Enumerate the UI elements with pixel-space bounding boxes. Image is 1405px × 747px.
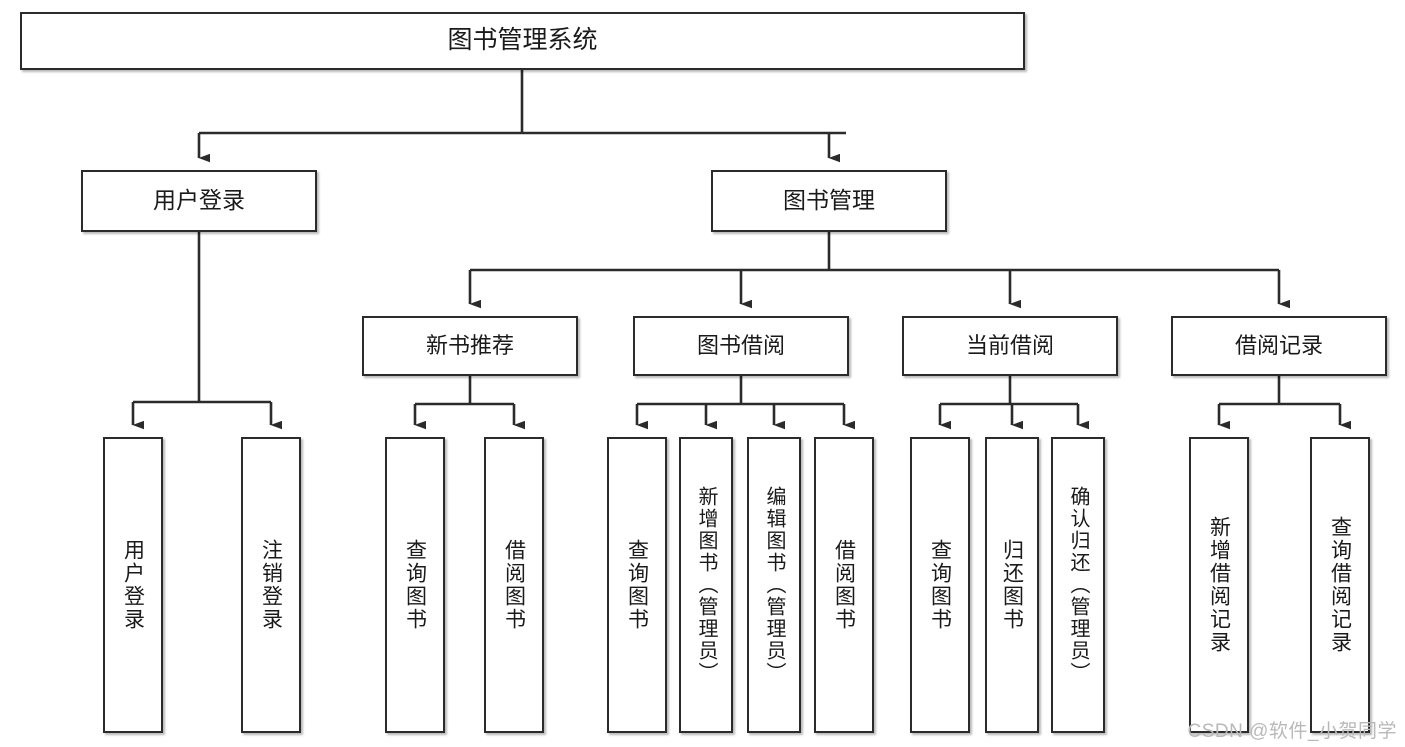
node-leaf-user-login-label: 用户登录: [121, 539, 145, 631]
node-leaf-add-book[interactable]: 新增图书（管理员）: [679, 437, 733, 733]
node-leaf-add-record-label: 新增借阅记录: [1207, 516, 1231, 654]
node-leaf-query-record[interactable]: 查询借阅记录: [1310, 437, 1370, 733]
node-book-borrow-label: 图书借阅: [696, 333, 785, 359]
node-leaf-query-book-3-label: 查询图书: [928, 539, 952, 631]
watermark-text: CSDN @软件_小贺同学: [1187, 721, 1397, 742]
node-leaf-add-book-label: 新增图书（管理员）: [695, 486, 717, 684]
node-leaf-borrow-book-2[interactable]: 借阅图书: [814, 437, 874, 733]
node-borrow-record-label: 借阅记录: [1234, 333, 1323, 359]
node-leaf-edit-book[interactable]: 编辑图书（管理员）: [747, 437, 801, 733]
node-leaf-borrow-book-1[interactable]: 借阅图书: [484, 437, 544, 733]
node-leaf-query-book-1[interactable]: 查询图书: [385, 437, 445, 733]
node-leaf-return-book[interactable]: 归还图书: [985, 437, 1039, 733]
node-leaf-user-logout[interactable]: 注销登录: [241, 437, 301, 733]
node-leaf-query-book-2[interactable]: 查询图书: [607, 437, 667, 733]
node-leaf-edit-book-label: 编辑图书（管理员）: [763, 486, 785, 684]
node-new-book-rec[interactable]: 新书推荐: [362, 316, 578, 376]
node-book-borrow[interactable]: 图书借阅: [633, 316, 849, 376]
node-new-book-rec-label: 新书推荐: [425, 333, 514, 359]
node-borrow-record[interactable]: 借阅记录: [1171, 316, 1387, 376]
node-book-manage[interactable]: 图书管理: [711, 170, 947, 232]
node-current-borrow[interactable]: 当前借阅: [902, 316, 1118, 376]
node-leaf-confirm-return-label: 确认归还（管理员）: [1067, 486, 1089, 684]
node-leaf-user-logout-label: 注销登录: [259, 539, 283, 631]
node-root-label: 图书管理系统: [447, 26, 598, 55]
node-leaf-query-record-label: 查询借阅记录: [1328, 516, 1352, 654]
node-leaf-add-record[interactable]: 新增借阅记录: [1189, 437, 1249, 733]
node-root[interactable]: 图书管理系统: [20, 12, 1025, 70]
node-leaf-query-book-3[interactable]: 查询图书: [910, 437, 970, 733]
node-user-login-label: 用户登录: [153, 187, 245, 214]
node-leaf-borrow-book-1-label: 借阅图书: [502, 539, 526, 631]
node-leaf-query-book-2-label: 查询图书: [625, 539, 649, 631]
node-leaf-confirm-return[interactable]: 确认归还（管理员）: [1051, 437, 1105, 733]
node-user-login[interactable]: 用户登录: [81, 170, 317, 232]
node-leaf-user-login[interactable]: 用户登录: [103, 437, 163, 733]
node-leaf-query-book-1-label: 查询图书: [403, 539, 427, 631]
node-book-manage-label: 图书管理: [783, 187, 875, 214]
node-leaf-borrow-book-2-label: 借阅图书: [832, 539, 856, 631]
node-current-borrow-label: 当前借阅: [965, 333, 1054, 359]
node-leaf-return-book-label: 归还图书: [1000, 539, 1024, 631]
